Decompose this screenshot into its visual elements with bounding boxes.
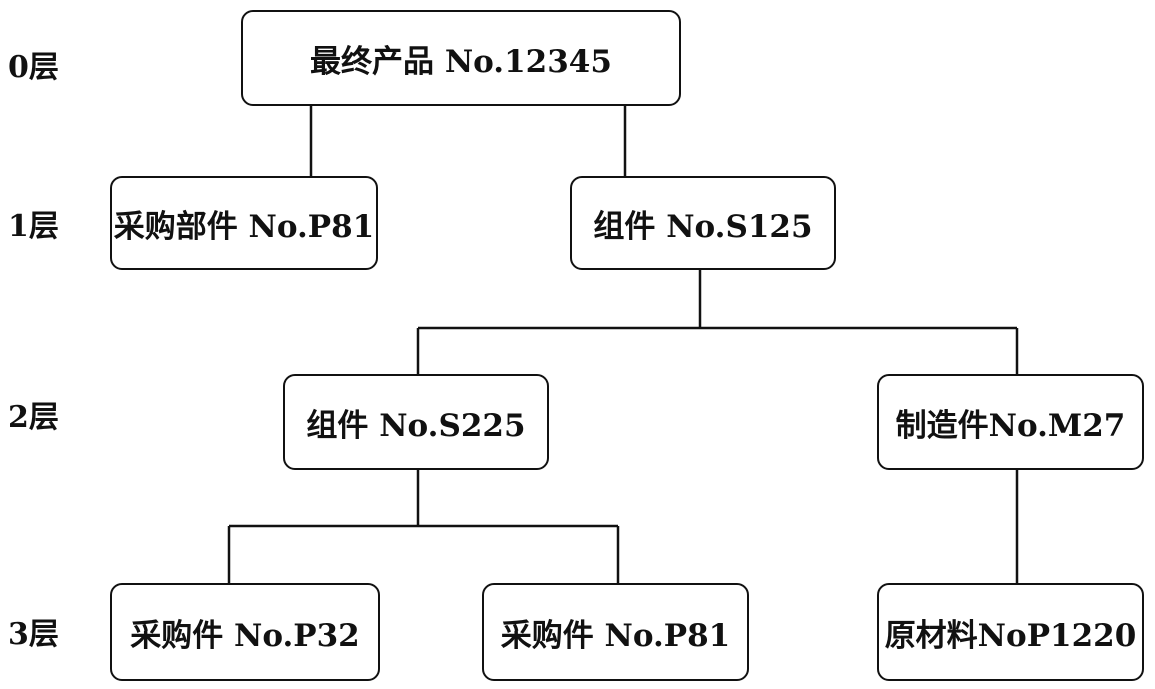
level-label-3: 3层	[8, 617, 59, 652]
node-raw-material-p1220: 原材料NoP1220	[877, 583, 1144, 681]
level-label-0: 0层	[8, 50, 59, 85]
node-root-product: 最终产品 No.12345	[241, 10, 681, 106]
node-assembly-s125: 组件 No.S125	[570, 176, 836, 270]
node-purchased-part-p81: 采购部件 No.P81	[110, 176, 378, 270]
level-label-2: 2层	[8, 400, 59, 435]
level-label-1: 1层	[8, 209, 59, 244]
node-purchased-p81-level3: 采购件 No.P81	[482, 583, 749, 681]
node-assembly-s225: 组件 No.S225	[283, 374, 549, 470]
node-manufactured-m27: 制造件No.M27	[877, 374, 1144, 470]
node-purchased-p32: 采购件 No.P32	[110, 583, 380, 681]
